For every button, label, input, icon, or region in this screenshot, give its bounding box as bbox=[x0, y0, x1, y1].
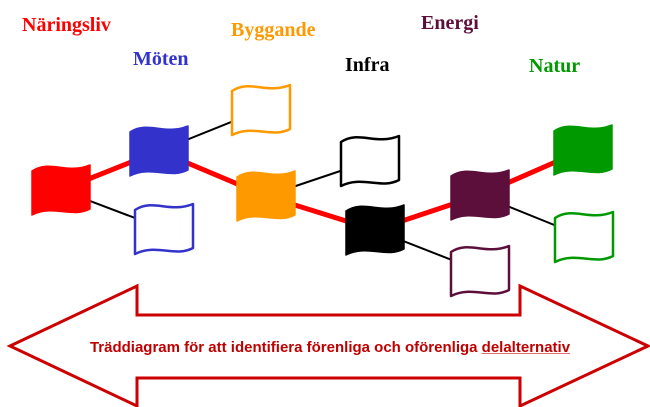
category-label-moten: Möten bbox=[133, 48, 189, 70]
double-arrow-shape bbox=[6, 283, 650, 407]
category-label-natur: Natur bbox=[529, 55, 581, 77]
flag-icon-moten-alt bbox=[133, 202, 195, 256]
caption-text: Träddiagram för att identifiera förenlig… bbox=[89, 339, 482, 356]
flag-icon-byggande-alt bbox=[230, 83, 292, 137]
flag-icon-moten bbox=[129, 125, 189, 177]
category-label-energi: Energi bbox=[421, 12, 479, 34]
flag-icon-byggande bbox=[236, 170, 296, 222]
flag-icon-naringsliv bbox=[31, 164, 91, 216]
caption-underlined-word: delalternativ bbox=[481, 339, 571, 356]
flag-icon-infra bbox=[345, 204, 405, 256]
flag-icon-energi bbox=[450, 169, 510, 221]
flag-icon-energi-alt bbox=[449, 244, 511, 298]
category-label-naringsliv: Näringsliv bbox=[22, 14, 111, 36]
flag-icon-natur bbox=[553, 124, 613, 176]
flag-icon-natur-alt bbox=[553, 210, 615, 264]
category-label-infra: Infra bbox=[345, 54, 390, 76]
nodes-layer bbox=[31, 83, 615, 298]
category-label-byggande: Byggande bbox=[231, 19, 316, 41]
arrow-caption: Träddiagram för att identifiera förenlig… bbox=[30, 339, 630, 356]
flag-icon-infra-alt bbox=[339, 134, 401, 188]
